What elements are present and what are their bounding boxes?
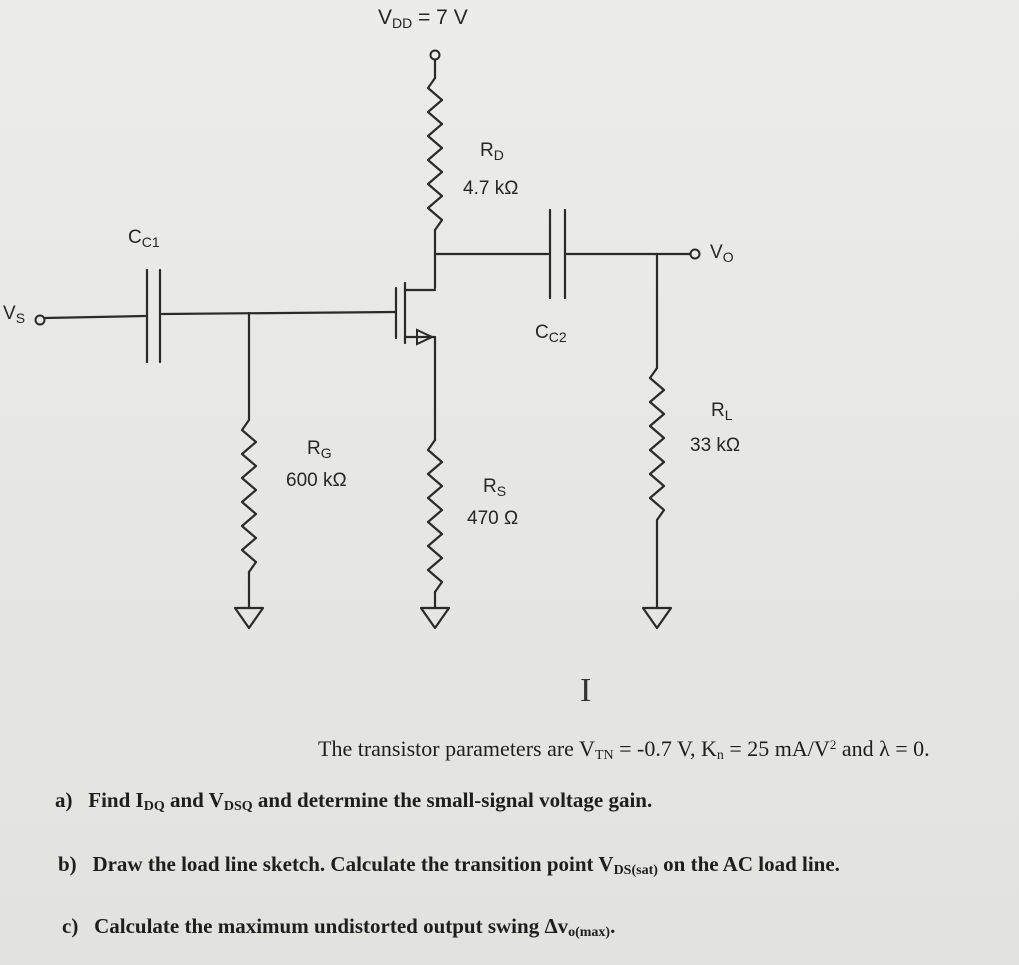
b-marker: b) [58, 852, 77, 876]
c-marker: c) [62, 914, 79, 938]
vdd-value: = 7 V [412, 6, 468, 29]
intro-part-c: = 25 mA/V [723, 736, 830, 761]
rd-symbol: R [480, 140, 494, 161]
intro-part-b: = -0.7 V, K [613, 736, 717, 761]
rl-label: RL [711, 400, 733, 423]
vdd-sub: DD [392, 15, 413, 31]
rs-label: RS [483, 476, 506, 499]
vdd-symbol: V [378, 6, 393, 29]
intro-part-a: The transistor parameters are V [318, 736, 595, 761]
rg-sub: G [320, 445, 332, 461]
c-sub-omax: o(max) [568, 925, 611, 940]
intro-sup-2: 2 [829, 737, 837, 752]
rs-sub: S [496, 483, 507, 499]
rg-value: 600 kΩ [286, 470, 347, 491]
cc1-label: CC1 [128, 227, 160, 250]
a-text-3: and determine the small-signal voltage g… [252, 788, 653, 812]
text-cursor-icon: I [580, 672, 592, 709]
rs-value: 470 Ω [467, 508, 519, 529]
cc2-label: CC2 [535, 322, 567, 345]
b-text-1: Draw the load line sketch. Calculate the… [92, 852, 614, 876]
b-sub-dssat: DS(sat) [613, 863, 658, 878]
vs-label: VS [3, 303, 25, 326]
cc2-symbol: C [535, 322, 549, 343]
a-text-2: and V [164, 788, 224, 812]
rs-resistor [426, 438, 444, 594]
vs-terminal [34, 314, 46, 326]
rd-value: 4.7 kΩ [463, 178, 519, 199]
intro-sub-n: n [716, 748, 724, 763]
a-marker: a) [55, 788, 73, 812]
vo-terminal [689, 248, 701, 260]
cc1-symbol: C [128, 227, 142, 248]
a-sub-dq: DQ [143, 799, 165, 814]
mosfet-arrow [416, 328, 435, 346]
cc1-sub: C1 [141, 234, 160, 250]
rd-sub: D [493, 147, 504, 163]
rl-sub: L [724, 407, 733, 423]
intro-part-d: and λ = 0. [836, 736, 930, 761]
rl-ground [641, 606, 673, 630]
c-text-1: Calculate the maximum undistorted output… [94, 914, 569, 938]
vo-sub: O [722, 249, 734, 265]
question-a: a) Find IDQ and VDSQ and determine the s… [55, 788, 652, 815]
rg-symbol: R [307, 438, 321, 459]
rl-resistor [648, 366, 666, 522]
cc2-sub: C2 [548, 329, 567, 345]
rg-ground [233, 606, 265, 630]
vdd-label: VDD = 7 V [378, 6, 468, 31]
vs-wire [43, 314, 147, 320]
cc1-to-gate-wire [160, 310, 398, 316]
c-text-2: . [610, 914, 616, 938]
rd-label: RD [480, 140, 504, 163]
a-sub-dsq: DSQ [223, 799, 253, 814]
rl-value: 33 kΩ [690, 435, 741, 456]
a-text-1: Find I [88, 788, 144, 812]
intro-sub-tn: TN [594, 748, 614, 763]
rs-ground [419, 606, 451, 630]
vdd-terminal [429, 49, 441, 61]
rs-symbol: R [483, 476, 497, 497]
question-c: c) Calculate the maximum undistorted out… [62, 914, 615, 941]
vo-label: VO [710, 242, 734, 265]
vs-symbol: V [3, 303, 16, 324]
rg-label: RG [307, 438, 332, 461]
question-intro: The transistor parameters are VTN = -0.7… [318, 736, 930, 764]
vs-sub: S [15, 310, 26, 326]
b-text-2: on the AC load line. [657, 852, 840, 876]
rd-resistor [426, 76, 444, 232]
vo-symbol: V [710, 242, 723, 263]
rg-resistor [240, 418, 258, 574]
rl-symbol: R [711, 400, 725, 421]
question-b: b) Draw the load line sketch. Calculate … [58, 852, 840, 879]
